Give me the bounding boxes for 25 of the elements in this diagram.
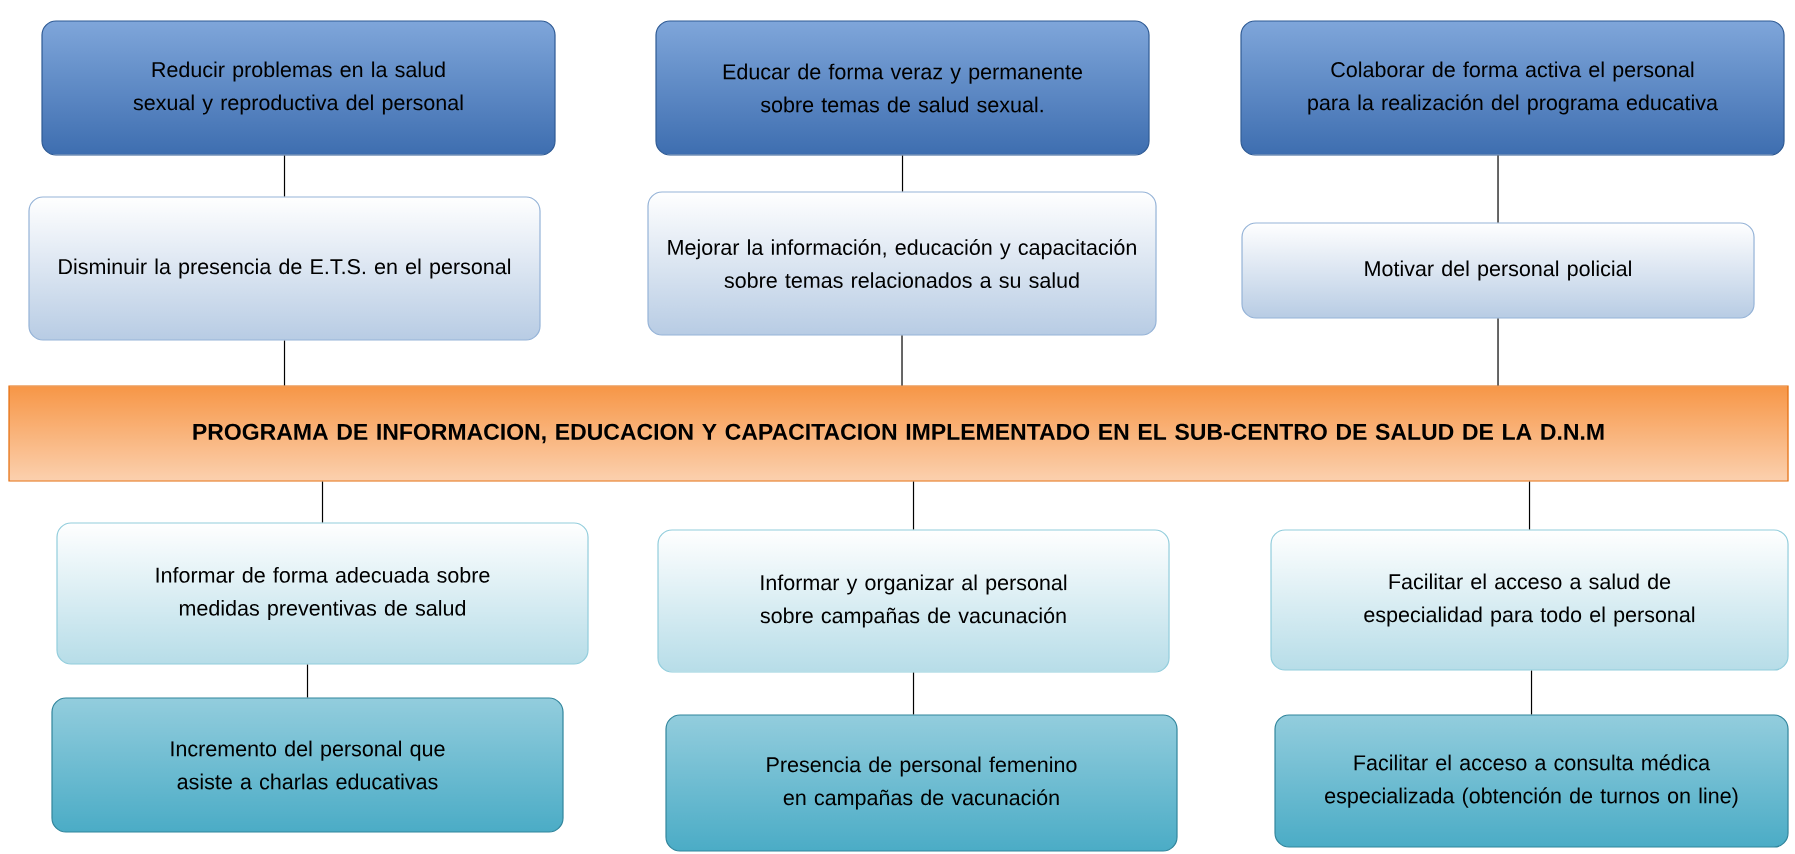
activity-box: Facilitar el acceso a salud de especialidad para todo el personal <box>1270 529 1789 671</box>
connector-line <box>1497 318 1499 386</box>
result-box: Facilitar el acceso a consulta médica especializada (obtención de turnos on line) <box>1274 714 1789 848</box>
connector-line <box>912 672 915 715</box>
connector-line <box>1497 155 1499 223</box>
connector-line <box>1530 670 1533 715</box>
activity-box: Informar y organizar al personal sobre campañas de vacunación <box>657 529 1170 673</box>
goal-box: Colaborar de forma activa el personal para la realización del programa educativa <box>1240 20 1785 156</box>
connector-line <box>283 155 286 197</box>
connector-line <box>1528 481 1531 530</box>
connector-line <box>912 481 915 530</box>
activity-box: Informar de forma adecuada sobre medidas preventivas de salud <box>56 522 589 665</box>
objective-box: Disminuir la presencia de E.T.S. en el personal <box>28 196 541 341</box>
result-box: Incremento del personal que asiste a charlas educativas <box>51 697 564 833</box>
goal-box: Reducir problemas en la salud sexual y reproductiva del personal <box>41 20 556 156</box>
objective-box: Mejorar la información, educación y capacitación sobre temas relacionados a su salud <box>647 191 1157 336</box>
program-banner: PROGRAMA DE INFORMACION, EDUCACION Y CAPACITACION IMPLEMENTADO EN EL SUB-CENTRO DE SALUD DE LA D.N.M <box>8 385 1789 482</box>
connector-line <box>901 335 903 386</box>
objective-box: Motivar del personal policial <box>1241 222 1755 319</box>
connector-line <box>321 481 324 523</box>
connector-line <box>306 664 309 698</box>
goal-box: Educar de forma veraz y permanente sobre temas de salud sexual. <box>655 20 1150 156</box>
connector-line <box>283 340 286 386</box>
result-box: Presencia de personal femenino en campañas de vacunación <box>665 714 1178 852</box>
connector-line <box>901 155 904 192</box>
